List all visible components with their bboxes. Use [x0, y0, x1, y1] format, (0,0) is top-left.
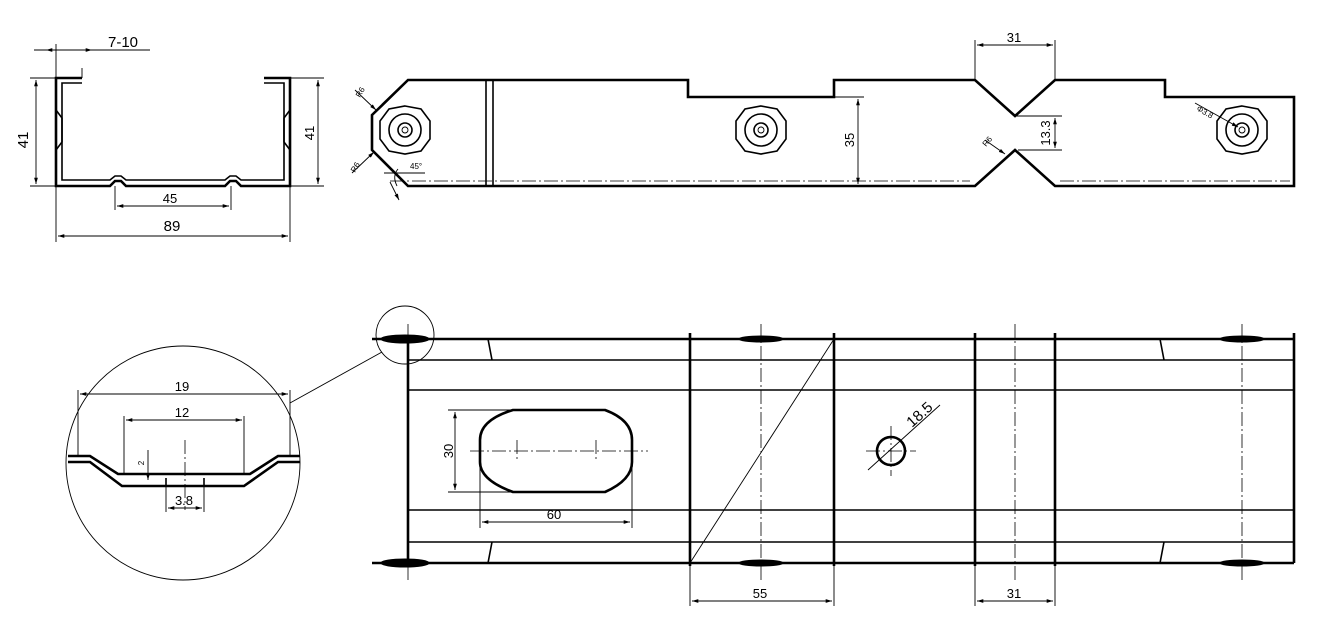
radius-mark-top: R6: [354, 85, 367, 99]
dim-height-right: 41: [302, 126, 317, 140]
dim-plan-hole: 18.5: [903, 399, 936, 431]
dim-width: 89: [164, 218, 181, 235]
side-outline: [370, 78, 1296, 188]
dim-angle: 45°: [410, 162, 422, 171]
dim-notch-depth: 13.3: [1038, 120, 1053, 145]
section-outer-profile: [54, 76, 292, 188]
dim-slot-length: 60: [547, 507, 561, 522]
dim-groove-spacing: 45: [163, 191, 177, 206]
dim-detail-outer: 19: [175, 379, 189, 394]
side-view: 31 13.3 35 45° R6 R6 R6 Φ3.8: [349, 30, 1296, 201]
nut-right-icon: [1216, 105, 1268, 155]
dim-segment-b: 31: [1007, 586, 1021, 601]
dim-notch-width: 31: [1007, 30, 1021, 45]
dim-hole-dia: Φ3.8: [1195, 104, 1215, 121]
section-view: 7-10 41 41 45 89: [15, 34, 324, 242]
nut-left-icon: [379, 105, 431, 155]
dim-detail-depth: 2: [137, 460, 146, 465]
detail-profile: [68, 454, 300, 476]
radius-mark-notch: R6: [981, 134, 995, 148]
slot-icon: [478, 408, 634, 494]
radius-mark-bottom: R6: [349, 160, 362, 174]
nut-middle-icon: [735, 105, 787, 155]
section-inner-profile: [61, 82, 285, 181]
plan-view: 30 60 18.5 55 31: [289, 305, 1296, 606]
dim-detail-inner: 12: [175, 405, 189, 420]
dim-slot-height: 30: [441, 444, 456, 458]
dim-segment-a: 55: [753, 586, 767, 601]
dim-height-left: 41: [15, 132, 32, 149]
detail-view: 19 12 2 3.8: [65, 345, 301, 581]
dim-detail-groove: 3.8: [175, 493, 193, 508]
dim-lip-text: 7-10: [108, 34, 138, 51]
section-left-bulge: [55, 109, 63, 151]
section-right-bulge: [283, 109, 291, 151]
dim-side-height: 35: [842, 133, 857, 147]
detail-callout-circle: [375, 305, 435, 365]
